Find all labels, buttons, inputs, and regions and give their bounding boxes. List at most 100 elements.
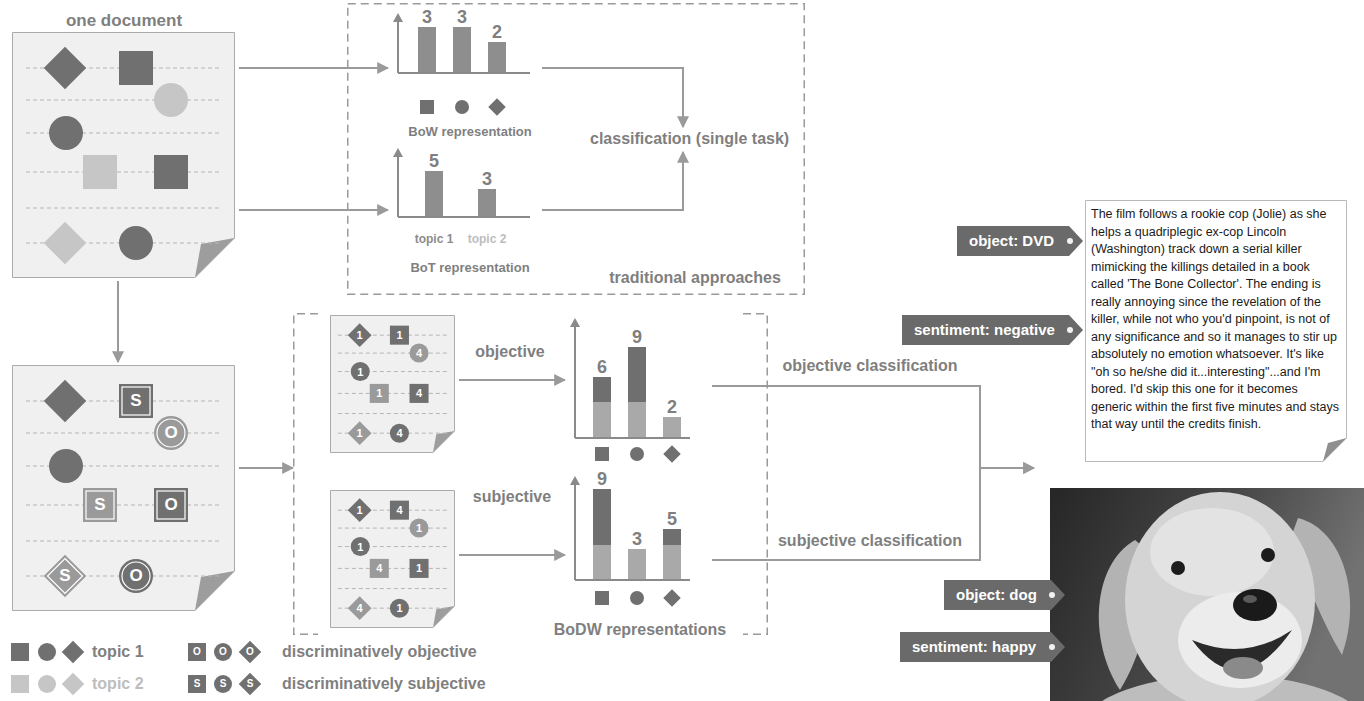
connector xyxy=(459,379,565,381)
shape-mark: S xyxy=(59,566,70,586)
page-fold xyxy=(195,238,235,278)
topic-shape xyxy=(154,416,188,450)
topic-shape xyxy=(370,384,389,403)
axis-arrow xyxy=(570,476,580,485)
topic-shape xyxy=(348,421,372,445)
bar xyxy=(628,347,646,402)
shape-count: 4 xyxy=(396,504,402,517)
document-sheet-outline xyxy=(12,32,235,278)
axis-line xyxy=(397,154,399,217)
topic-shape xyxy=(154,488,188,522)
topic-shape xyxy=(370,559,389,578)
topic-icon xyxy=(630,591,644,605)
bow-chart: 332BoW representation xyxy=(388,10,540,142)
axis-arrow xyxy=(570,318,580,327)
axis-arrow xyxy=(393,13,403,22)
document-sheet: 14114141 xyxy=(330,490,455,628)
page-sheet xyxy=(13,366,235,611)
connector xyxy=(542,152,683,210)
text-line xyxy=(26,208,221,209)
topic-shape xyxy=(410,559,429,578)
legend-sample xyxy=(188,643,206,661)
document-sheet-outline xyxy=(12,365,235,611)
shape-mark: S xyxy=(130,391,141,411)
dog-eye xyxy=(1171,561,1185,575)
topic-shape xyxy=(351,362,370,381)
topic-shape xyxy=(119,51,153,85)
tag-shape xyxy=(944,580,1065,610)
topic-icon xyxy=(488,98,506,116)
bar-value: 5 xyxy=(429,151,439,172)
shape-count: 4 xyxy=(357,602,363,615)
bar-value: 2 xyxy=(667,397,677,418)
tag-hole xyxy=(1049,592,1055,598)
step-label: classification (single task) xyxy=(590,130,789,148)
shape-count: 1 xyxy=(416,522,422,535)
connector xyxy=(239,209,388,211)
legend-text: discriminatively objective xyxy=(282,643,477,661)
legend-sample xyxy=(11,643,29,661)
group-title: traditional approaches xyxy=(609,269,781,287)
group-bracket xyxy=(743,314,767,635)
page-fold xyxy=(433,606,455,628)
text-line xyxy=(338,528,447,529)
bar xyxy=(418,27,436,72)
dog-forehead xyxy=(1150,508,1274,596)
bot-chart-outline xyxy=(388,140,540,280)
topic-shape xyxy=(154,155,188,189)
document-sheet: SOSOSO xyxy=(12,365,235,611)
bodw-group: 1141141469214114141935BoDW representatio… xyxy=(293,313,768,635)
legend-text: topic 2 xyxy=(92,675,144,693)
shape-count: 1 xyxy=(396,329,402,342)
bar-value: 6 xyxy=(597,357,607,378)
topic-shape xyxy=(83,488,117,522)
text-line xyxy=(26,505,221,506)
topic-shape xyxy=(390,501,409,520)
nose-highlight xyxy=(1243,595,1257,603)
legend-sample xyxy=(214,643,232,661)
bodw-chart: 692 xyxy=(565,315,712,465)
topic-shape xyxy=(44,47,87,90)
sample-mark: S xyxy=(220,678,227,690)
bar xyxy=(488,42,506,72)
topic-shape xyxy=(49,116,83,150)
shape-count: 1 xyxy=(357,504,363,517)
edge-label: objective classification xyxy=(779,357,960,375)
axis-line xyxy=(397,19,399,73)
bar-value: 3 xyxy=(482,169,492,190)
legend-sample xyxy=(239,641,262,664)
bar xyxy=(453,27,471,72)
connector xyxy=(459,554,565,556)
document-sheet-outline xyxy=(330,315,455,453)
topic-shape xyxy=(119,226,153,260)
axis-line xyxy=(575,579,690,581)
bot-chart: 53topic 1topic 2BoT representation xyxy=(388,140,540,280)
group-bracket xyxy=(294,314,318,635)
bar xyxy=(425,171,443,216)
bodw-chart: 935 xyxy=(565,470,712,612)
connector xyxy=(712,468,1034,560)
shape-count: 1 xyxy=(357,365,363,378)
topic-shape xyxy=(390,599,409,618)
page-sheet xyxy=(331,316,455,453)
bar xyxy=(593,489,611,545)
axis-line xyxy=(574,482,576,580)
dog-nose xyxy=(1233,589,1277,621)
topic-shape xyxy=(410,519,429,538)
legend-text: discriminatively subjective xyxy=(282,675,486,693)
shape-count: 4 xyxy=(416,387,422,400)
legend-sample xyxy=(62,673,85,696)
topic-shape xyxy=(44,222,87,265)
legend-sample xyxy=(11,675,29,693)
bar-value: 2 xyxy=(492,22,502,43)
axis-arrow xyxy=(393,148,403,157)
text-line xyxy=(26,541,221,542)
connector xyxy=(239,467,293,469)
topic-shape xyxy=(390,326,409,345)
axis-label: topic 2 xyxy=(468,233,507,247)
legend-sample xyxy=(214,675,232,693)
bar-value: 3 xyxy=(457,7,467,28)
document-sheet: one document xyxy=(12,32,235,278)
shape-count: 4 xyxy=(396,427,402,440)
